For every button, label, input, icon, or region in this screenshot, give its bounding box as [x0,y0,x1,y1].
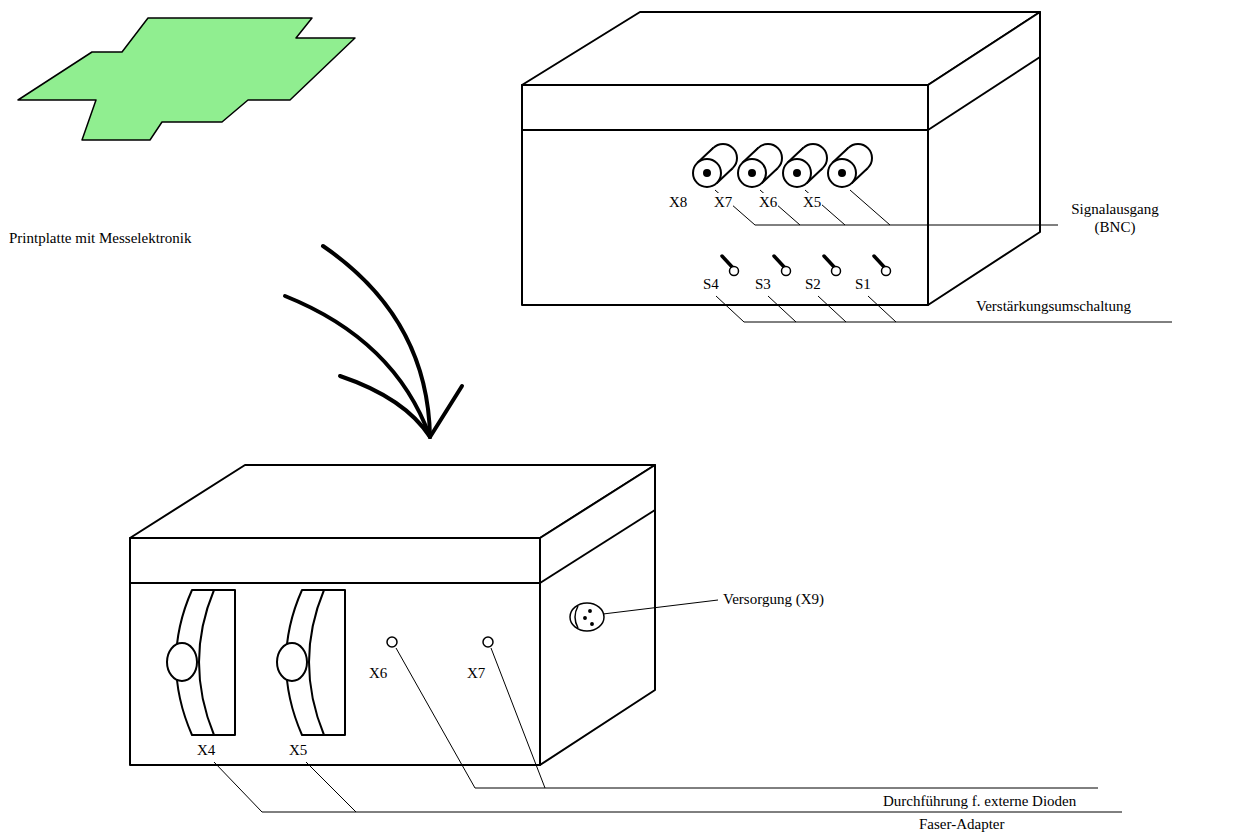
connector-id: X4 [196,741,216,759]
bnc-pin [749,170,755,176]
switch-base [730,267,739,276]
bnc-pin [794,170,800,176]
switch-id: S4 [702,275,720,293]
connector-id: X8 [668,193,688,211]
bnc-front [828,159,856,187]
bnc-front [738,159,766,187]
connector-id: X7 [466,664,486,682]
connector-id: X5 [802,193,822,211]
connector-id: X6 [758,193,778,211]
switch-base [782,267,791,276]
switch-id: S2 [804,275,822,293]
housing-rear [522,12,1040,305]
leader-lines [715,190,1172,322]
connector-id: X6 [368,664,388,682]
connector-id: X5 [288,741,308,759]
switch-id: S3 [754,275,772,293]
circuit-board [18,18,355,140]
switch-id: S1 [854,275,872,293]
callout-label: Durchführung f. externe Dioden [882,792,1077,810]
bnc-front [783,159,811,187]
fiber-adapter [167,590,345,735]
supply-connector [570,603,604,631]
toggle-switches [722,256,891,276]
bnc-pin [839,170,845,176]
bnc-front [693,159,721,187]
switch-base [882,267,891,276]
board-label: Printplatte mit Messelektronik [8,229,192,247]
leader-lines [214,600,1122,812]
connector-id: X7 [713,193,733,211]
bnc-pin [704,170,710,176]
callout-label: Faser-Adapter [918,815,1006,833]
insert-arrow [285,246,462,437]
diode-feedthrough [387,637,493,647]
switch-base [832,267,841,276]
bnc-connectors [693,144,872,187]
callout-label: Verstärkungsumschaltung [975,297,1132,315]
callout-label: Signalausgang (BNC) [1058,200,1172,236]
housing-front [130,465,655,765]
callout-label: Versorgung (X9) [722,590,825,608]
